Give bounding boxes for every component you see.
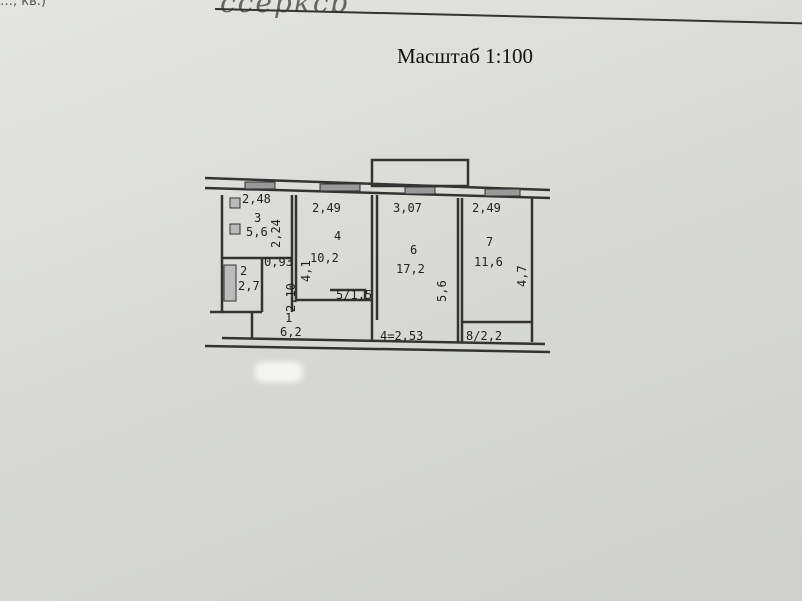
room-1-area: 6,2 bbox=[280, 325, 302, 339]
room-6-area: 17,2 bbox=[396, 262, 425, 276]
room-3-width: 2,48 bbox=[242, 192, 271, 206]
scale-label: Масштаб 1:100 bbox=[397, 44, 534, 68]
room-3-area: 5,6 bbox=[246, 225, 268, 239]
room-4-area: 10,2 bbox=[310, 251, 339, 265]
kitchen-length: 2,24 bbox=[269, 219, 283, 248]
room-8-label: 8/2,2 bbox=[466, 329, 502, 343]
room-7-num: 7 bbox=[486, 235, 493, 249]
sink-icon bbox=[229, 223, 241, 235]
room-2-area: 2,7 bbox=[238, 279, 260, 293]
room-5-label: 5/1,5 bbox=[336, 288, 372, 302]
room-6-width: 3,07 bbox=[393, 201, 422, 215]
balcony bbox=[370, 158, 470, 188]
room-4-width: 2,49 bbox=[312, 201, 341, 215]
room-7-area: 11,6 bbox=[474, 255, 503, 269]
room-2-num: 2 bbox=[240, 264, 247, 278]
stove-icon bbox=[229, 197, 241, 209]
corridor-label: 4=2,53 bbox=[380, 329, 423, 343]
hall-length: 2,10 bbox=[284, 283, 298, 312]
outer-wall-bottom bbox=[204, 344, 551, 354]
hall-width: 0,93 bbox=[264, 255, 293, 269]
room-6-length: 5,6 bbox=[435, 280, 449, 302]
outer-wall-top bbox=[204, 176, 551, 192]
room-4-length: 4,1 bbox=[299, 260, 313, 282]
room-6-num: 6 bbox=[410, 243, 417, 257]
bathtub-icon bbox=[223, 264, 237, 302]
handwritten-label: …, кв.) bbox=[0, 0, 46, 9]
room-7-width: 2,49 bbox=[472, 201, 501, 215]
room-7-length: 4,7 bbox=[515, 265, 529, 287]
room-3-num: 3 bbox=[254, 211, 261, 225]
room-4-num: 4 bbox=[334, 229, 341, 243]
redacted-patch bbox=[255, 362, 303, 382]
room-1-num: 1 bbox=[285, 311, 292, 325]
